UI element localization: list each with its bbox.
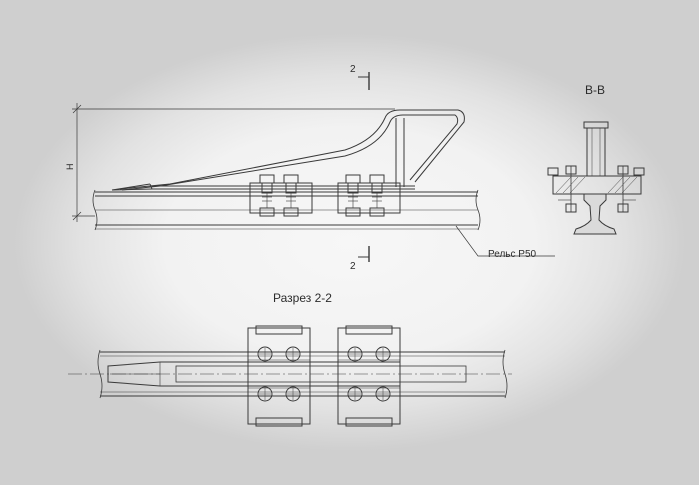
section-22-title: Разрез 2-2: [273, 291, 332, 305]
guard-body: [111, 109, 465, 191]
height-dimension-label: H: [65, 163, 75, 171]
rail-leader: [455, 225, 555, 257]
height-dimension: [72, 103, 395, 222]
side-clamp-left: [249, 182, 313, 214]
plan-clamp-right: [337, 325, 401, 427]
rail-side: [92, 189, 481, 231]
section-bb: [547, 121, 645, 235]
cut-line-2-2: [358, 72, 370, 262]
cut-mark-bottom: 2: [350, 261, 356, 272]
plan-clamp-left: [247, 325, 311, 427]
rail-label: Рельс Р50: [488, 249, 537, 260]
side-clamp-right: [337, 182, 401, 214]
side-view: [72, 72, 555, 262]
cut-mark-top: 2: [350, 64, 356, 75]
section-bb-title: В-В: [585, 83, 606, 97]
plan-view: [68, 325, 512, 427]
side-bolts: [259, 174, 385, 217]
